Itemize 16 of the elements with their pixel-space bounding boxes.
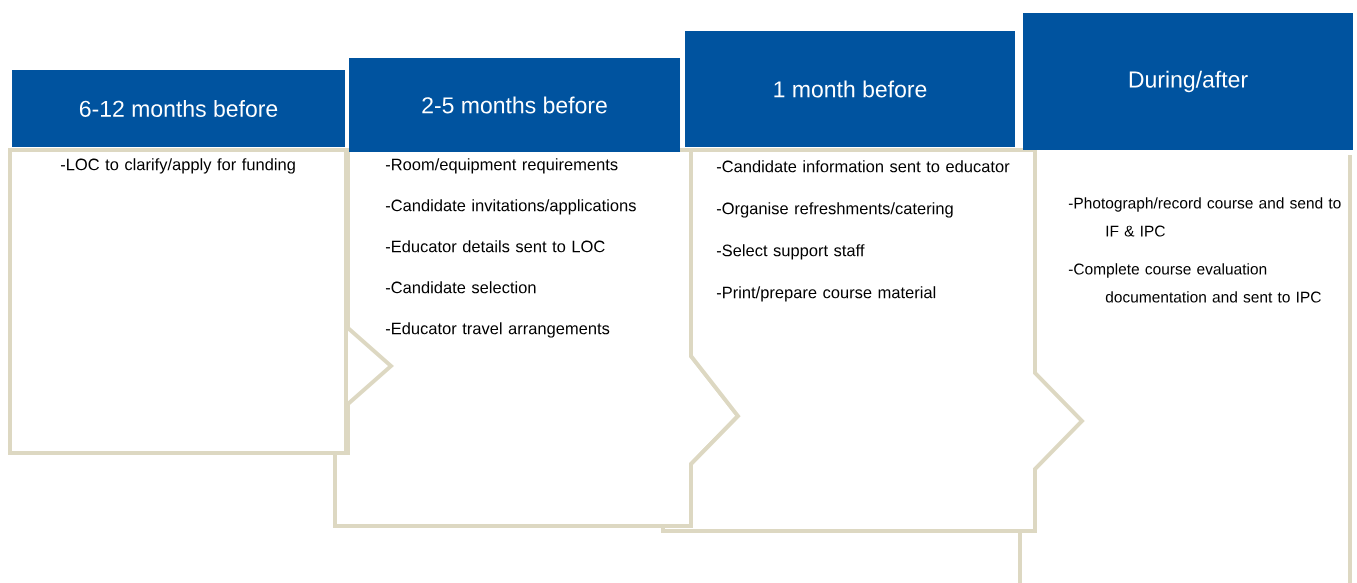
bullet-text: -Candidate selection xyxy=(385,281,536,294)
bullet-text: -Organise refreshments/catering xyxy=(716,202,953,218)
header-box: 1 month before xyxy=(685,31,1015,147)
header-box: During/after xyxy=(1023,13,1353,150)
bullet-text: -Print/prepare course material xyxy=(716,286,936,302)
bullet-text: -Select support staff xyxy=(716,244,865,260)
bullet-text: -Educator travel arrangements xyxy=(385,322,610,338)
bullet-text: -Candidate invitations/applications xyxy=(385,199,636,215)
bullet-text: -Photograph/record course and send to IF & IPC xyxy=(1068,197,1341,237)
bullet-text: -Room/equipment requirements xyxy=(385,158,618,174)
bullet-text: -Complete course evaluation documentation and sent to IPC xyxy=(1068,263,1321,303)
bullet-text: -LOC to clarify/apply for funding xyxy=(60,158,295,174)
bullet-text: -Educator details sent to LOC xyxy=(385,240,605,253)
header-box: 6-12 months before xyxy=(12,70,345,147)
bullet-text: -Candidate information sent to educator xyxy=(716,160,1010,173)
header-box: 2-5 months before xyxy=(349,58,680,152)
